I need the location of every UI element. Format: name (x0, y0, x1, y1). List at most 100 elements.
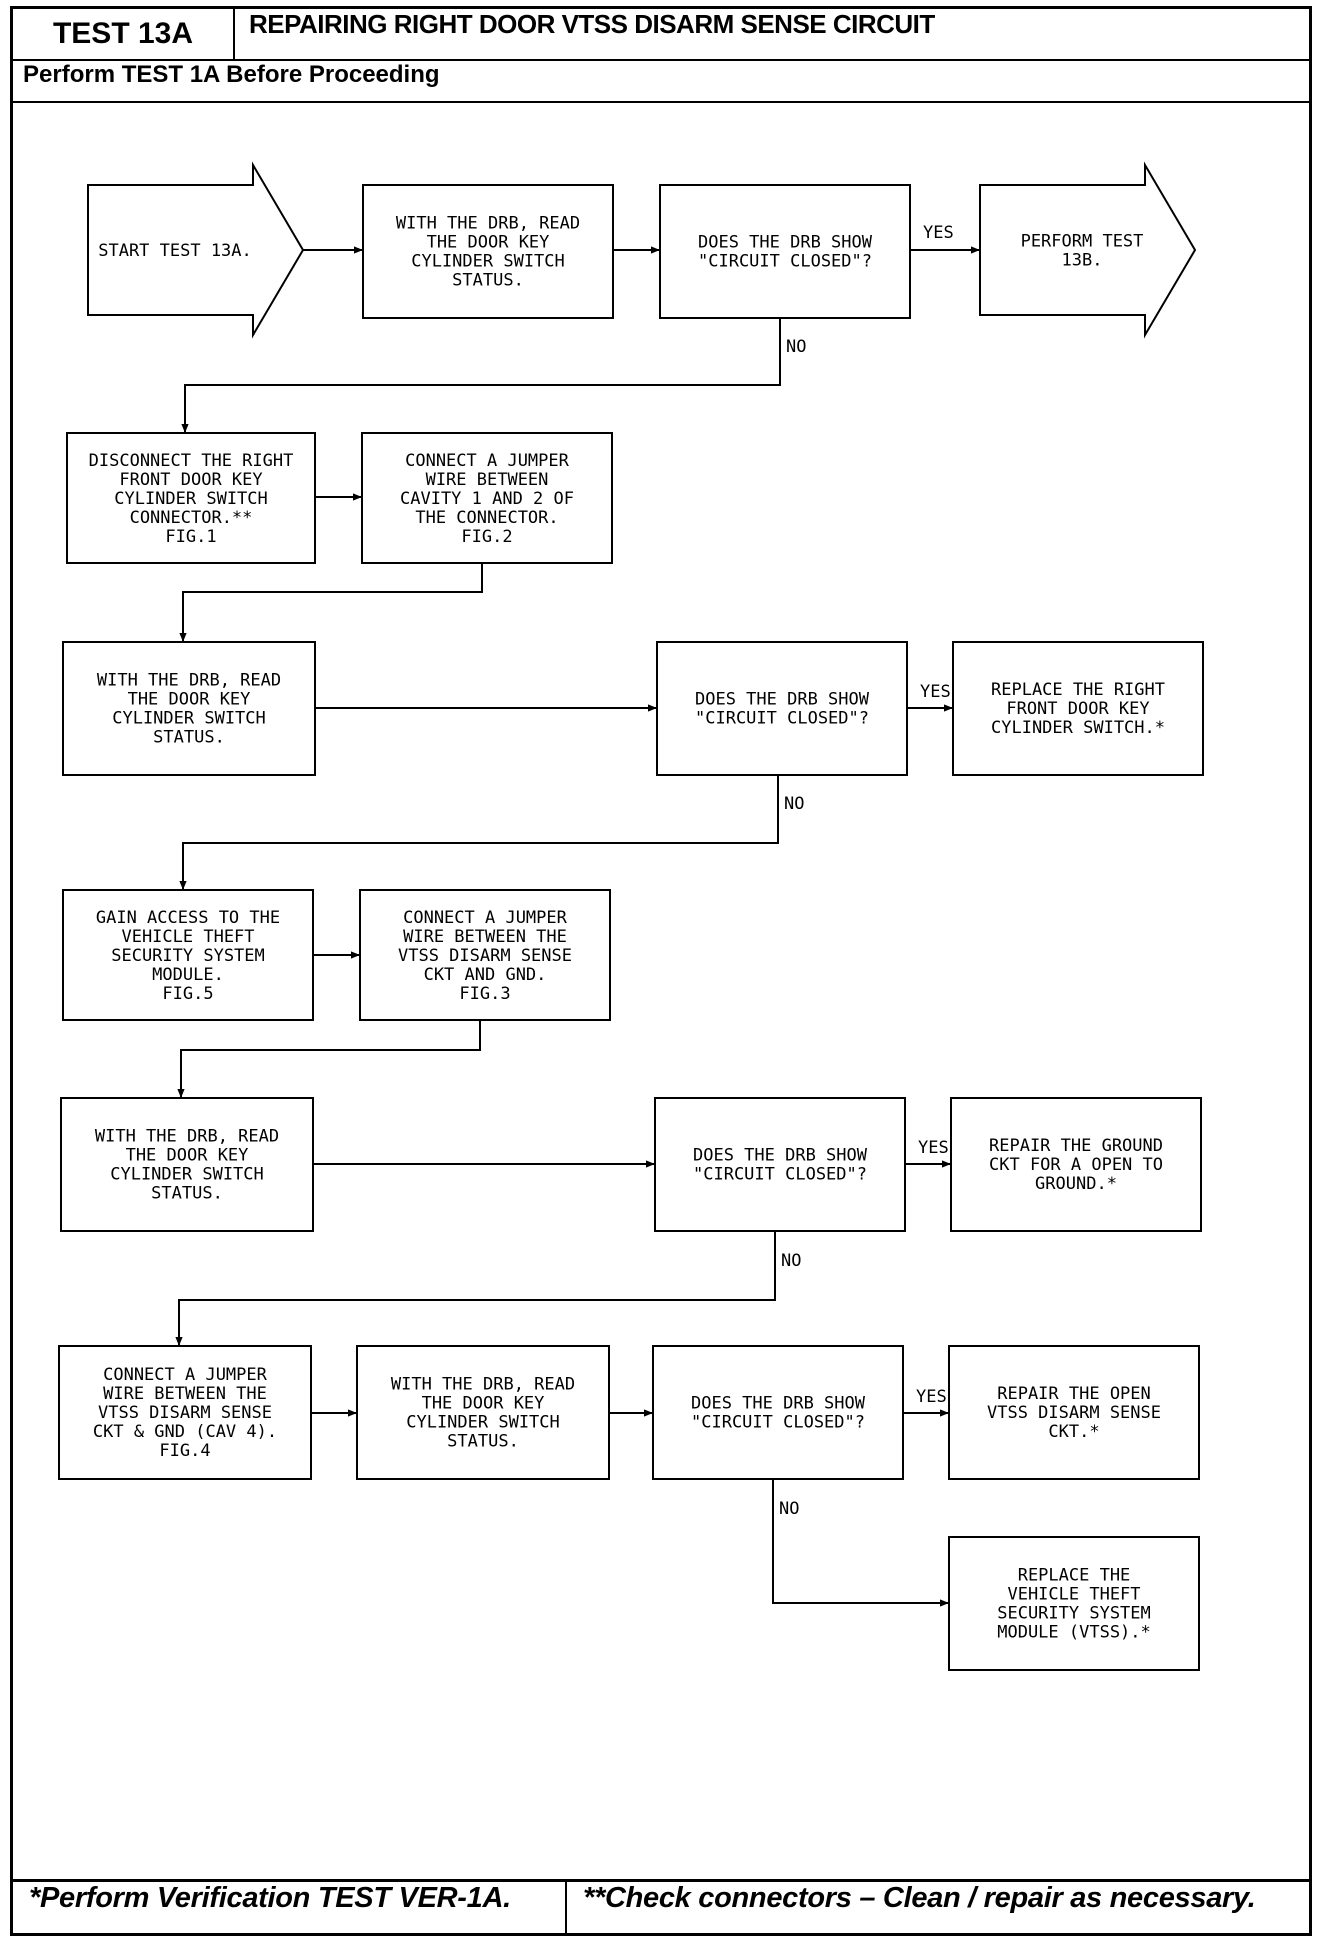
node-text-line: WITH THE DRB, READ (396, 214, 580, 234)
goto13b-arrow-shape (979, 161, 1197, 339)
node-text-line: STATUS. (153, 728, 225, 748)
node-text-line: VTSS DISARM SENSE (987, 1403, 1161, 1423)
node-text-line: VEHICLE THEFT (1007, 1585, 1140, 1605)
node-text-line: STATUS. (447, 1432, 519, 1452)
node-text-line: "CIRCUIT CLOSED"? (695, 709, 869, 729)
node-text-line: CKT AND GND. (424, 965, 547, 985)
label-yes-4: YES (916, 1387, 947, 1407)
node-text-line: DOES THE DRB SHOW (698, 233, 873, 253)
node-text-line: VEHICLE THEFT (121, 927, 254, 947)
footer-divider (565, 1882, 567, 1933)
node-text-line: DOES THE DRB SHOW (693, 1146, 868, 1166)
prerequisite-note: Perform TEST 1A Before Proceeding (23, 61, 440, 88)
node-text-line: PERFORM TEST (1021, 232, 1144, 252)
test-id: TEST 13A (13, 9, 235, 59)
node-text-line: WITH THE DRB, READ (97, 671, 281, 691)
connector-q1-no (181, 318, 781, 433)
node-text-line: THE DOOR KEY (427, 233, 550, 253)
node-text-line: 13B. (1062, 251, 1103, 271)
start-arrow-shape (87, 161, 305, 339)
header-row: TEST 13A REPAIRING RIGHT DOOR VTSS DISAR… (13, 9, 1309, 61)
subheader-row: Perform TEST 1A Before Proceeding (13, 61, 1309, 103)
node-text-line: THE DOOR KEY (128, 690, 251, 710)
node-text-line: STATUS. (452, 271, 524, 291)
node-text-line: CYLINDER SWITCH (110, 1165, 264, 1185)
q4-text: DOES THE DRB SHOW"CIRCUIT CLOSED"? (691, 1394, 866, 1433)
node-text-line: CYLINDER SWITCH (406, 1413, 560, 1433)
node-text-line: REPAIR THE GROUND (989, 1136, 1163, 1156)
node-text-line: REPLACE THE RIGHT (991, 680, 1165, 700)
node-text-line: FRONT DOOR KEY (1006, 699, 1149, 719)
node-text-line: WIRE BETWEEN THE (103, 1384, 267, 1404)
node-text-line: MODULE. (152, 965, 224, 985)
node-text-line: CYLINDER SWITCH.* (991, 718, 1165, 738)
node-text-line: GAIN ACCESS TO THE (96, 908, 280, 928)
label-no-2: NO (784, 794, 804, 814)
label-no-3: NO (781, 1251, 801, 1271)
node-text-line: MODULE (VTSS).* (997, 1623, 1151, 1643)
verification-note: *Perform Verification TEST VER-1A. (29, 1882, 511, 1914)
node-text-line: THE DOOR KEY (126, 1146, 249, 1166)
node-text-line: CKT.* (1048, 1422, 1099, 1442)
node-text-line: CONNECTOR.** (130, 508, 253, 528)
node-text-line: "CIRCUIT CLOSED"? (693, 1165, 867, 1185)
node-text-line: FIG.4 (159, 1441, 210, 1461)
label-yes-1: YES (923, 223, 954, 243)
node-text-line: REPAIR THE OPEN (997, 1384, 1151, 1404)
node-text-line: VTSS DISARM SENSE (398, 946, 572, 966)
test-title: REPAIRING RIGHT DOOR VTSS DISARM SENSE C… (249, 9, 935, 39)
q3-text: DOES THE DRB SHOW"CIRCUIT CLOSED"? (693, 1146, 868, 1185)
node-text-line: DISCONNECT THE RIGHT (89, 451, 294, 471)
node-text-line: DOES THE DRB SHOW (691, 1394, 866, 1414)
node-text-line: FIG.3 (459, 984, 510, 1004)
node-text-line: CONNECT A JUMPER (103, 1365, 268, 1385)
connector-q3-no (175, 1231, 776, 1346)
connector-jumper2-read3 (177, 1020, 481, 1098)
node-text-line: WIRE BETWEEN (426, 470, 549, 490)
node-text-line: SECURITY SYSTEM (997, 1604, 1151, 1624)
node-text-line: START TEST 13A. (98, 241, 252, 261)
node-text-line: VTSS DISARM SENSE (98, 1403, 272, 1423)
q1-box (659, 184, 911, 319)
node-text-line: FIG.5 (162, 984, 213, 1004)
node-text-line: "CIRCUIT CLOSED"? (691, 1413, 865, 1433)
label-yes-3: YES (918, 1138, 949, 1158)
node-text-line: FIG.1 (165, 527, 216, 547)
node-text-line: CONNECT A JUMPER (403, 908, 568, 928)
label-yes-2: YES (920, 682, 951, 702)
node-text-line: WITH THE DRB, READ (95, 1127, 279, 1147)
node-text-line: CKT FOR A OPEN TO (989, 1155, 1163, 1175)
node-text-line: GROUND.* (1035, 1174, 1117, 1194)
node-text-line: CONNECT A JUMPER (405, 451, 570, 471)
node-text-line: THE CONNECTOR. (415, 508, 558, 528)
node-text-line: CYLINDER SWITCH (411, 252, 565, 272)
q2-text: DOES THE DRB SHOW"CIRCUIT CLOSED"? (695, 690, 870, 729)
node-text-line: CAVITY 1 AND 2 OF (400, 489, 574, 509)
label-no-1: NO (786, 337, 806, 357)
node-text-line: FRONT DOOR KEY (119, 470, 262, 490)
node-text-line: WITH THE DRB, READ (391, 1375, 575, 1395)
start-text: START TEST 13A. (98, 241, 252, 261)
footer-row: *Perform Verification TEST VER-1A. **Che… (13, 1879, 1309, 1933)
node-text-line: CYLINDER SWITCH (112, 709, 266, 729)
node-text-line: "CIRCUIT CLOSED"? (698, 252, 872, 272)
node-text-line: THE DOOR KEY (422, 1394, 545, 1414)
page-frame: TEST 13A REPAIRING RIGHT DOOR VTSS DISAR… (10, 6, 1312, 1936)
node-text-line: WIRE BETWEEN THE (403, 927, 567, 947)
node-text-line: STATUS. (151, 1184, 223, 1204)
connector-q2-no (179, 775, 779, 890)
